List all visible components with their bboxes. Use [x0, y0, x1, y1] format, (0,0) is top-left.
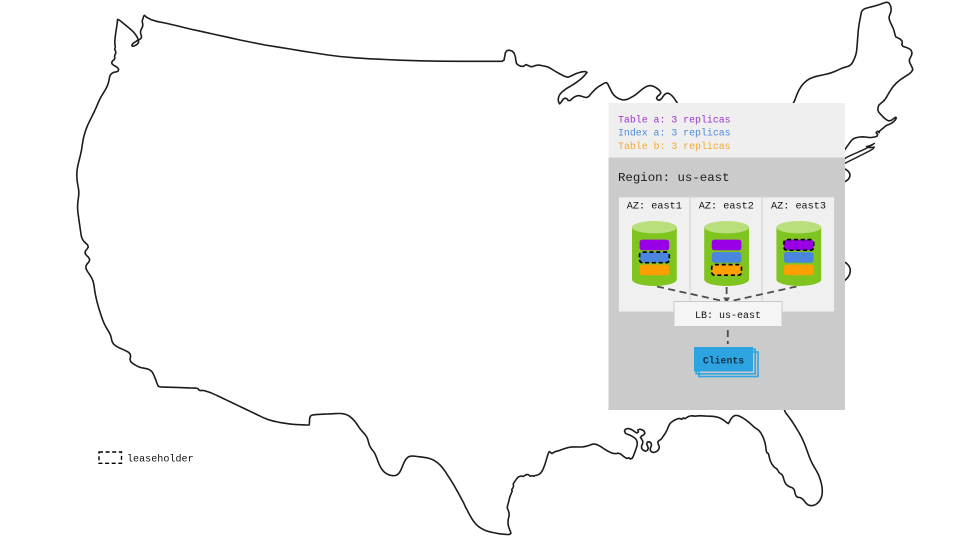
svg-text:LB: us-east: LB: us-east [695, 311, 761, 322]
svg-text:Index a: 3 replicas: Index a: 3 replicas [618, 128, 731, 139]
svg-text:AZ: east2: AZ: east2 [699, 202, 754, 213]
svg-text:Table b: 3 replicas: Table b: 3 replicas [618, 141, 731, 152]
svg-text:AZ: east3: AZ: east3 [771, 202, 826, 213]
svg-text:Clients: Clients [703, 356, 744, 367]
svg-text:Region: us-east: Region: us-east [618, 171, 730, 185]
svg-text:Table a: 3 replicas: Table a: 3 replicas [618, 115, 731, 126]
svg-text:AZ: east1: AZ: east1 [627, 202, 682, 213]
svg-text:leaseholder: leaseholder [127, 454, 194, 466]
